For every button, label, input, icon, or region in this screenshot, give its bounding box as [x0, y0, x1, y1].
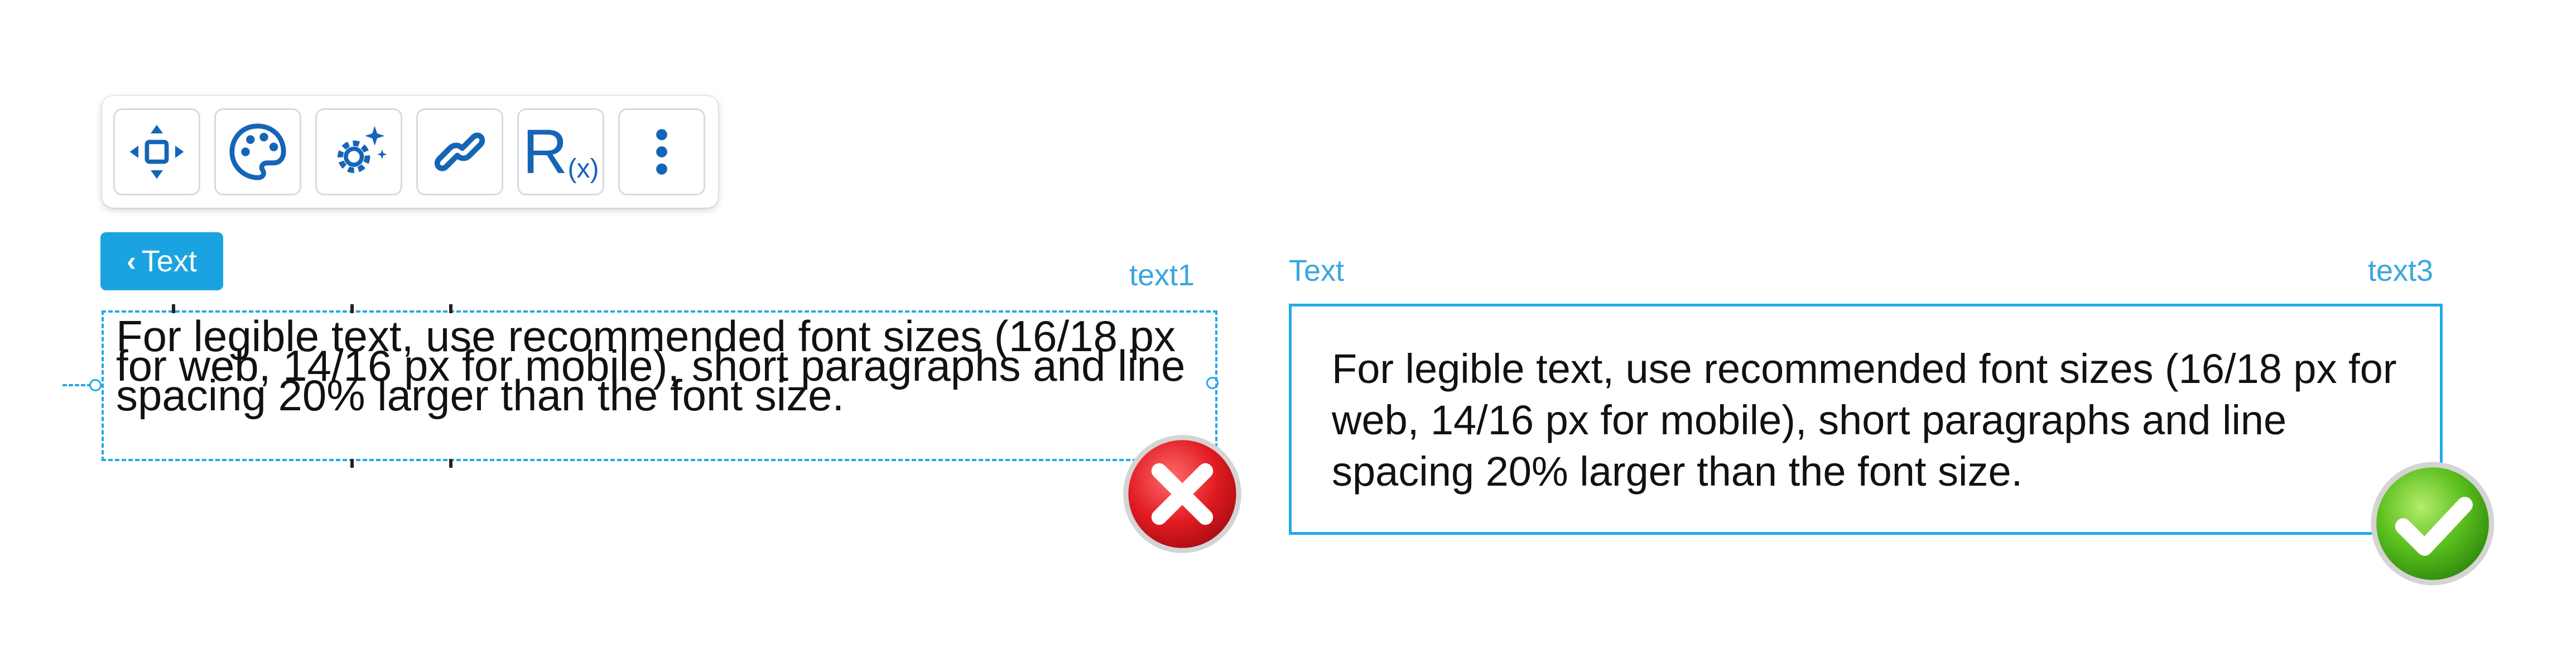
tag-label: Text — [141, 245, 197, 278]
style-button[interactable] — [214, 108, 301, 195]
top-handle — [449, 304, 452, 313]
top-handle — [172, 304, 175, 313]
palette-icon — [229, 123, 286, 180]
move-arrows-icon — [129, 124, 184, 179]
element-type-label: Text — [1289, 254, 1345, 287]
error-x-icon — [1123, 435, 1241, 553]
good-text-box[interactable]: For legible text, use recommended font s… — [1289, 304, 2443, 535]
element-toolbar: R(x) — [102, 96, 718, 208]
function-button[interactable]: R(x) — [517, 108, 604, 195]
link-icon — [434, 132, 485, 171]
element-id-label: text1 — [1129, 258, 1195, 292]
element-id-label: text3 — [2368, 254, 2434, 287]
left-resize-guide — [62, 384, 92, 386]
bottom-handle — [449, 459, 452, 468]
left-resize-handle[interactable] — [89, 379, 102, 391]
link-button[interactable] — [416, 108, 503, 195]
top-handle — [350, 304, 354, 313]
bad-text-box[interactable]: For legible text, use recommended font s… — [102, 310, 1217, 461]
element-type-tag[interactable]: ‹ Text — [100, 232, 223, 290]
settings-button[interactable] — [315, 108, 402, 195]
r-function-icon: R(x) — [522, 117, 599, 186]
more-button[interactable] — [618, 108, 705, 195]
success-check-icon — [2371, 462, 2495, 586]
move-button[interactable] — [113, 108, 200, 195]
readable-paragraph: For legible text, use recommended font s… — [1332, 346, 2397, 495]
chevron-left-icon: ‹ — [127, 246, 136, 277]
gear-sparkle-icon — [338, 126, 387, 173]
bottom-handle — [350, 459, 354, 468]
cramped-paragraph: For legible text, use recommended font s… — [116, 311, 1186, 420]
more-vertical-icon — [656, 129, 667, 175]
